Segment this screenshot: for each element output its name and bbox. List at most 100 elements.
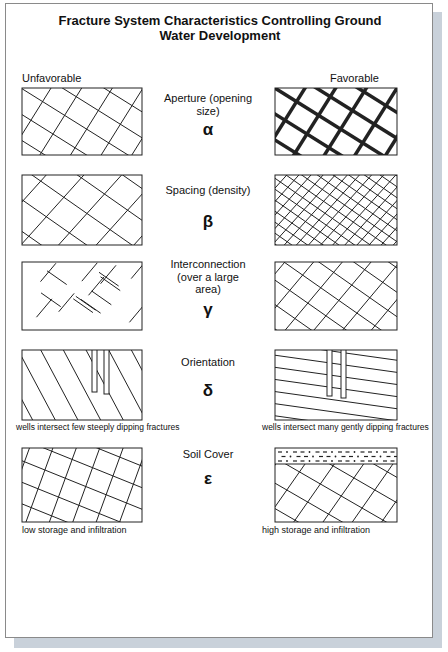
fracture-line — [383, 460, 387, 461]
soil-dot — [380, 456, 382, 458]
fracture-line — [49, 88, 142, 155]
fracture-line — [338, 184, 397, 245]
fracture-line — [22, 88, 142, 155]
fracture-line — [275, 88, 397, 138]
fracture-line — [101, 277, 121, 291]
fracture-line — [275, 488, 397, 522]
fracture-line — [275, 464, 397, 522]
fracture-line — [22, 175, 95, 245]
fracture-line — [22, 88, 142, 119]
fracture-line — [101, 265, 116, 283]
soil-dot — [354, 451, 356, 453]
fracture-line — [346, 262, 397, 330]
fracture-line — [22, 88, 40, 155]
fracture-line — [296, 262, 397, 330]
fracture-line — [22, 448, 30, 522]
fracture-line — [329, 262, 397, 330]
fracture-line — [22, 175, 75, 231]
fracture-line — [298, 175, 397, 245]
fracture-line — [364, 464, 397, 522]
fracture-line — [77, 178, 142, 245]
fracture-line — [303, 88, 397, 155]
fracture-panel — [22, 175, 142, 245]
fracture-line — [275, 88, 397, 155]
fracture-line — [22, 448, 51, 522]
fracture-line — [22, 175, 142, 245]
fracture-line — [22, 175, 142, 245]
fracture-panel — [22, 350, 142, 420]
fracture-line — [297, 456, 301, 457]
fracture-line — [285, 175, 397, 245]
fracture-line — [275, 464, 397, 522]
fracture-line — [347, 88, 397, 155]
fracture-line — [92, 291, 112, 305]
fracture-line — [23, 350, 142, 420]
fracture-line — [275, 88, 397, 155]
fracture-line — [275, 88, 397, 155]
fracture-line — [380, 287, 397, 330]
fracture-line — [349, 456, 353, 457]
fracture-line — [59, 350, 142, 420]
soil-dot — [331, 460, 333, 462]
fracture-line — [275, 464, 279, 522]
fracture-line — [22, 350, 88, 420]
fracture-line — [275, 350, 397, 392]
fracture-line — [275, 175, 397, 245]
fracture-line — [361, 451, 365, 452]
fracture-line — [275, 175, 397, 245]
fracture-line — [22, 175, 142, 245]
fracture-panel — [275, 451, 397, 464]
fracture-line — [22, 131, 142, 155]
fracture-line — [275, 88, 397, 155]
fracture-line — [278, 451, 282, 452]
soil-dot — [357, 456, 359, 458]
fracture-line — [346, 460, 350, 461]
fracture-line — [36, 299, 51, 317]
soil-dot — [354, 460, 356, 462]
fracture-line — [275, 88, 397, 155]
fracture-line — [391, 451, 395, 452]
fracture-line — [319, 456, 323, 457]
fracture-line — [275, 175, 338, 240]
fracture-line — [275, 464, 377, 522]
fracture-line — [22, 180, 142, 245]
fracture-line — [369, 88, 397, 155]
fracture-line — [281, 88, 397, 155]
fracture-line — [361, 460, 365, 461]
fracture-line — [93, 88, 142, 155]
fracture-line — [22, 88, 142, 155]
row-letter: δ — [163, 381, 253, 401]
fracture-line — [275, 262, 397, 281]
fracture-line — [275, 262, 367, 330]
fracture-line — [275, 262, 397, 330]
fracture-line — [22, 88, 142, 155]
well — [104, 350, 109, 394]
soil-dot — [286, 451, 288, 453]
fracture-line — [98, 197, 142, 245]
fracture-line — [82, 263, 97, 281]
well — [341, 350, 346, 398]
fracture-line — [131, 262, 142, 279]
fracture-line — [275, 396, 397, 420]
fracture-line — [275, 464, 397, 517]
row-label: Interconnection (over a large area) — [163, 258, 253, 296]
fracture-line — [22, 175, 54, 213]
panel-frame — [275, 88, 397, 155]
fracture-line — [324, 464, 397, 522]
panel-frame — [275, 448, 397, 522]
soil-dot — [309, 460, 311, 462]
fracture-line — [22, 350, 142, 420]
fracture-line — [275, 464, 298, 522]
fracture-line — [346, 451, 350, 452]
fracture-line — [73, 299, 93, 313]
soil-dot — [376, 451, 378, 453]
fracture-line — [383, 464, 397, 522]
fracture-line — [22, 88, 142, 155]
fracture-line — [22, 88, 142, 155]
fracture-line — [22, 350, 105, 420]
fracture-line — [275, 464, 397, 522]
fracture-line — [22, 448, 113, 522]
fracture-line — [372, 456, 376, 457]
fracture-line — [275, 464, 397, 522]
